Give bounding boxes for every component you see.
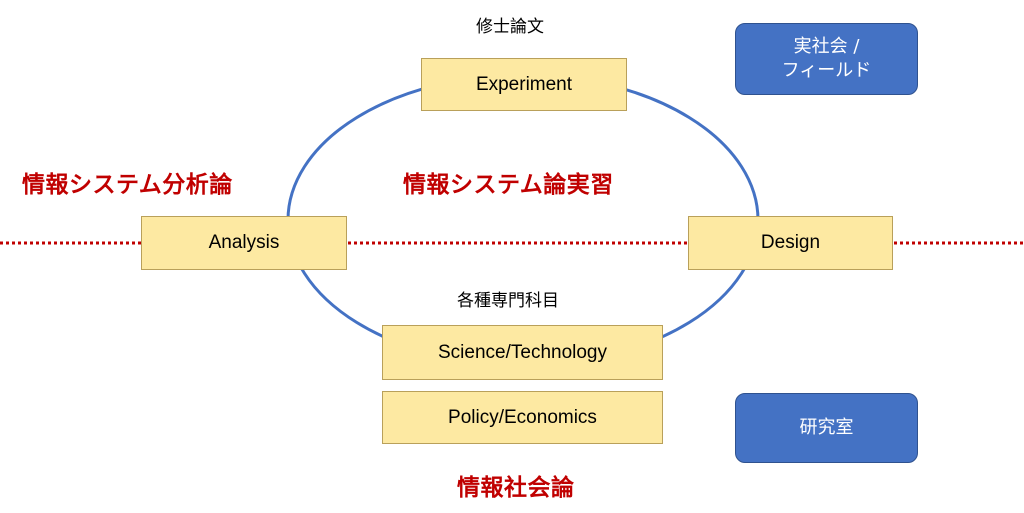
field-label-line1: 実社会 / <box>793 35 860 57</box>
policy-economics-label: Policy/Economics <box>448 406 597 428</box>
information-society-label: 情報社会論 <box>457 475 575 501</box>
systems-practice-label: 情報システム論実習 <box>403 172 614 198</box>
lab-box: 研究室 <box>735 393 918 463</box>
design-label: Design <box>760 232 821 253</box>
top-caption: 修士論文 <box>476 17 544 37</box>
experiment-label: Experiment <box>475 73 573 95</box>
analysis-theory-label: 情報システム分析論 <box>22 172 233 198</box>
analysis-box: Analysis <box>141 216 347 270</box>
field-label-line2: フィールド <box>781 60 872 81</box>
analysis-label: Analysis <box>208 232 280 253</box>
science-technology-box: Science/Technology <box>382 325 663 380</box>
experiment-box: Experiment <box>421 58 627 111</box>
middle-caption: 各種専門科目 <box>457 291 559 311</box>
lab-label: 研究室 <box>799 416 854 438</box>
design-box: Design <box>688 216 893 270</box>
field-box: 実社会 / フィールド <box>735 23 918 95</box>
science-technology-label: Science/Technology <box>438 341 607 363</box>
policy-economics-box: Policy/Economics <box>382 391 663 444</box>
